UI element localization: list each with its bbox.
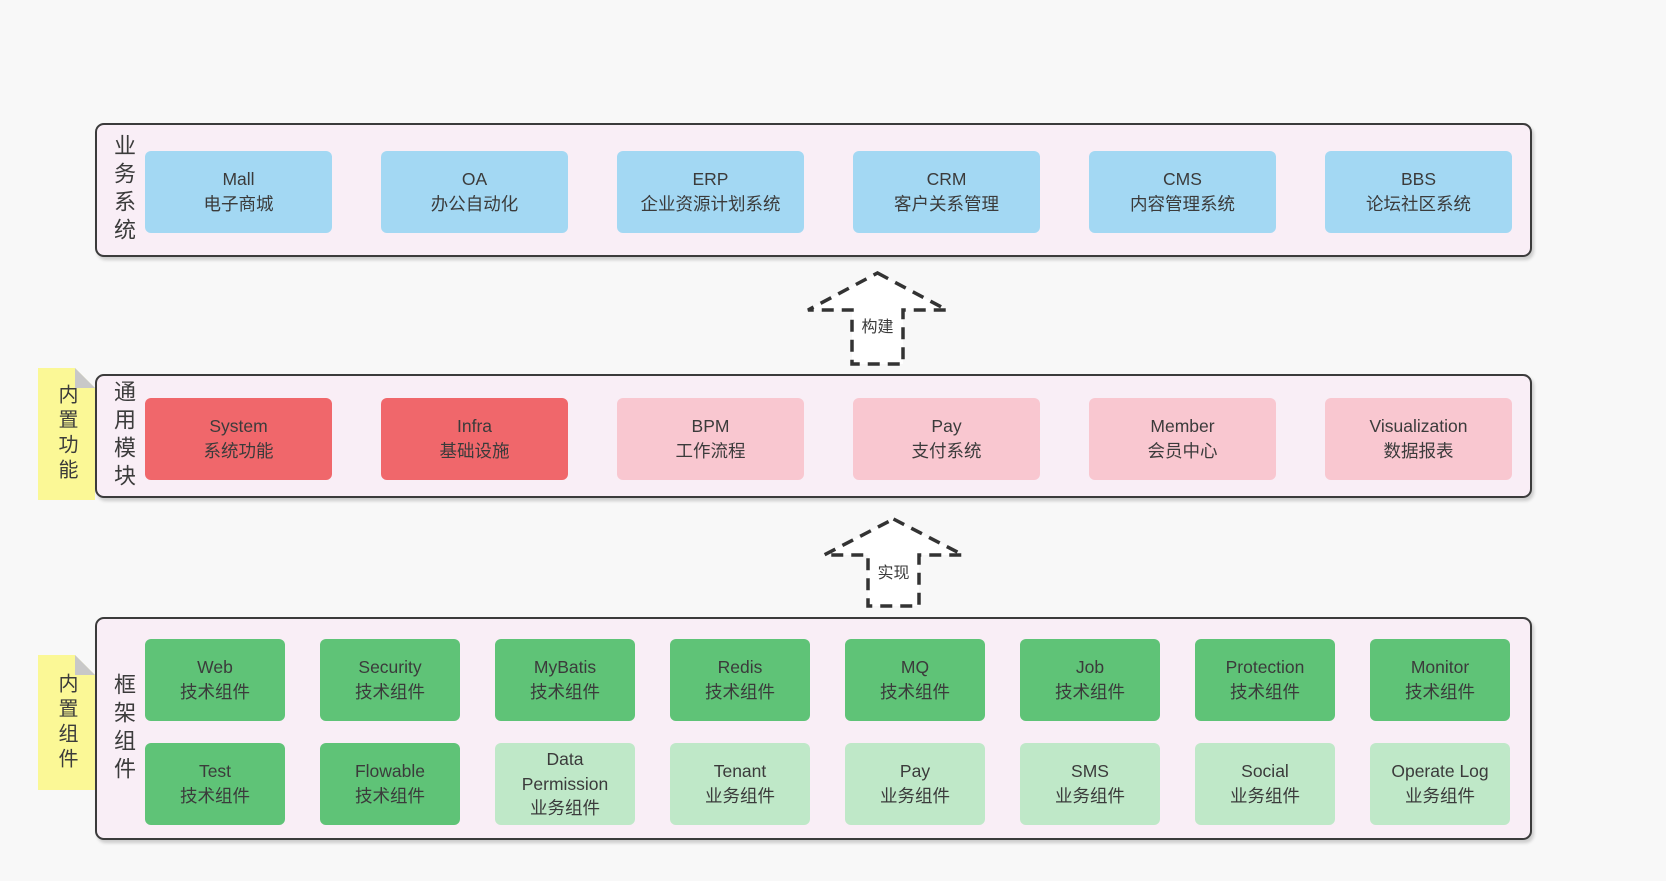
box-subtitle: 电子商城 xyxy=(203,194,274,214)
box-subtitle: 基础设施 xyxy=(439,441,510,461)
box-member: Member 会员中心 xyxy=(1089,398,1276,480)
box-flowable: Flowable 技术组件 xyxy=(320,743,460,825)
box-title: Infra xyxy=(456,416,493,437)
box-pay-business: Pay 业务组件 xyxy=(845,743,985,825)
box-title: Protection xyxy=(1225,657,1305,678)
box-subtitle: 工作流程 xyxy=(675,441,746,461)
box-title: Redis xyxy=(717,657,763,678)
sticky-tag-builtin-features: 内置功能 xyxy=(38,368,95,500)
box-oa: OA 办公自动化 xyxy=(381,151,568,233)
box-title: Data Permission xyxy=(521,748,609,794)
box-title: Job xyxy=(1075,657,1105,678)
box-title: Member xyxy=(1150,416,1215,437)
box-job: Job 技术组件 xyxy=(1020,639,1160,721)
box-title: BBS xyxy=(1400,169,1437,190)
box-subtitle: 客户关系管理 xyxy=(894,194,999,214)
box-subtitle: 业务组件 xyxy=(530,798,600,819)
box-subtitle: 技术组件 xyxy=(705,682,775,702)
box-subtitle: 技术组件 xyxy=(355,682,425,702)
box-pay: Pay 支付系统 xyxy=(853,398,1040,480)
box-title: CRM xyxy=(926,169,967,190)
box-subtitle: 技术组件 xyxy=(880,682,950,702)
box-title: BPM xyxy=(691,416,730,437)
box-subtitle: 企业资源计划系统 xyxy=(640,194,781,214)
box-title: CMS xyxy=(1163,169,1202,190)
box-title: SMS xyxy=(1071,761,1109,782)
box-cms: CMS 内容管理系统 xyxy=(1089,151,1276,233)
sticky-tag-label: 内置组件 xyxy=(55,672,77,773)
box-title: Flowable xyxy=(354,761,426,782)
box-test: Test 技术组件 xyxy=(145,743,285,825)
box-data-permission: Data Permission 业务组件 xyxy=(495,743,635,825)
panel-side-label: 通用模块 xyxy=(111,380,136,492)
box-subtitle: 办公自动化 xyxy=(430,194,519,214)
box-title: Visualization xyxy=(1369,416,1468,437)
box-title: Web xyxy=(197,657,233,678)
arrow-build: 构建 xyxy=(806,270,949,366)
box-title: Mall xyxy=(222,169,255,190)
box-tenant: Tenant 业务组件 xyxy=(670,743,810,825)
box-subtitle: 内容管理系统 xyxy=(1130,194,1235,214)
box-title: System xyxy=(209,416,268,437)
box-subtitle: 数据报表 xyxy=(1383,441,1454,461)
box-visualization: Visualization 数据报表 xyxy=(1325,398,1512,480)
box-subtitle: 业务组件 xyxy=(1055,786,1125,806)
box-mall: Mall 电子商城 xyxy=(145,151,332,233)
panel-side-label: 业务系统 xyxy=(111,134,136,246)
box-subtitle: 技术组件 xyxy=(1405,682,1475,702)
box-title: Operate Log xyxy=(1391,761,1489,782)
box-title: OA xyxy=(461,169,488,190)
box-operate-log: Operate Log 业务组件 xyxy=(1370,743,1510,825)
box-title: Tenant xyxy=(713,761,767,782)
arrow-implement: 实现 xyxy=(822,516,965,608)
box-subtitle: 技术组件 xyxy=(180,786,250,806)
box-title: MyBatis xyxy=(533,657,597,678)
box-subtitle: 技术组件 xyxy=(1055,682,1125,702)
box-subtitle: 业务组件 xyxy=(1405,786,1475,806)
box-title: Pay xyxy=(931,416,962,437)
box-subtitle: 技术组件 xyxy=(355,786,425,806)
box-subtitle: 业务组件 xyxy=(880,786,950,806)
sticky-tag-builtin-components: 内置组件 xyxy=(38,655,95,790)
box-bpm: BPM 工作流程 xyxy=(617,398,804,480)
panel-side-label: 框架组件 xyxy=(111,672,136,785)
box-subtitle: 技术组件 xyxy=(1230,682,1300,702)
box-security: Security 技术组件 xyxy=(320,639,460,721)
box-subtitle: 技术组件 xyxy=(180,682,250,702)
box-subtitle: 系统功能 xyxy=(203,441,274,461)
box-subtitle: 论坛社区系统 xyxy=(1366,194,1471,214)
panel-business-systems: 业务系统 Mall 电子商城 OA 办公自动化 ERP 企业资源计划系统 CRM… xyxy=(95,123,1532,257)
box-subtitle: 会员中心 xyxy=(1147,441,1218,461)
box-bbs: BBS 论坛社区系统 xyxy=(1325,151,1512,233)
box-redis: Redis 技术组件 xyxy=(670,639,810,721)
box-mybatis: MyBatis 技术组件 xyxy=(495,639,635,721)
box-title: Test xyxy=(198,761,232,782)
box-title: Social xyxy=(1241,761,1289,782)
sticky-tag-label: 内置功能 xyxy=(55,384,77,484)
box-infra: Infra 基础设施 xyxy=(381,398,568,480)
box-subtitle: 业务组件 xyxy=(1230,786,1300,806)
box-subtitle: 业务组件 xyxy=(705,786,775,806)
panel-common-modules: 通用模块 System 系统功能 Infra 基础设施 BPM 工作流程 Pay… xyxy=(95,374,1532,498)
box-sms: SMS 业务组件 xyxy=(1020,743,1160,825)
box-title: ERP xyxy=(692,169,729,190)
box-erp: ERP 企业资源计划系统 xyxy=(617,151,804,233)
box-title: Pay xyxy=(899,761,931,782)
box-title: Monitor xyxy=(1410,657,1470,678)
box-subtitle: 支付系统 xyxy=(911,441,982,461)
box-web: Web 技术组件 xyxy=(145,639,285,721)
panel-framework-components: 框架组件 Web 技术组件 Security 技术组件 MyBatis 技术组件… xyxy=(95,617,1532,840)
arrow-label: 实现 xyxy=(874,559,913,583)
box-monitor: Monitor 技术组件 xyxy=(1370,639,1510,721)
arrow-label: 构建 xyxy=(858,313,897,337)
box-title: Security xyxy=(358,657,422,678)
box-crm: CRM 客户关系管理 xyxy=(853,151,1040,233)
box-social: Social 业务组件 xyxy=(1195,743,1335,825)
box-system: System 系统功能 xyxy=(145,398,332,480)
box-mq: MQ 技术组件 xyxy=(845,639,985,721)
box-protection: Protection 技术组件 xyxy=(1195,639,1335,721)
box-title: MQ xyxy=(900,657,930,678)
box-subtitle: 技术组件 xyxy=(530,682,600,702)
